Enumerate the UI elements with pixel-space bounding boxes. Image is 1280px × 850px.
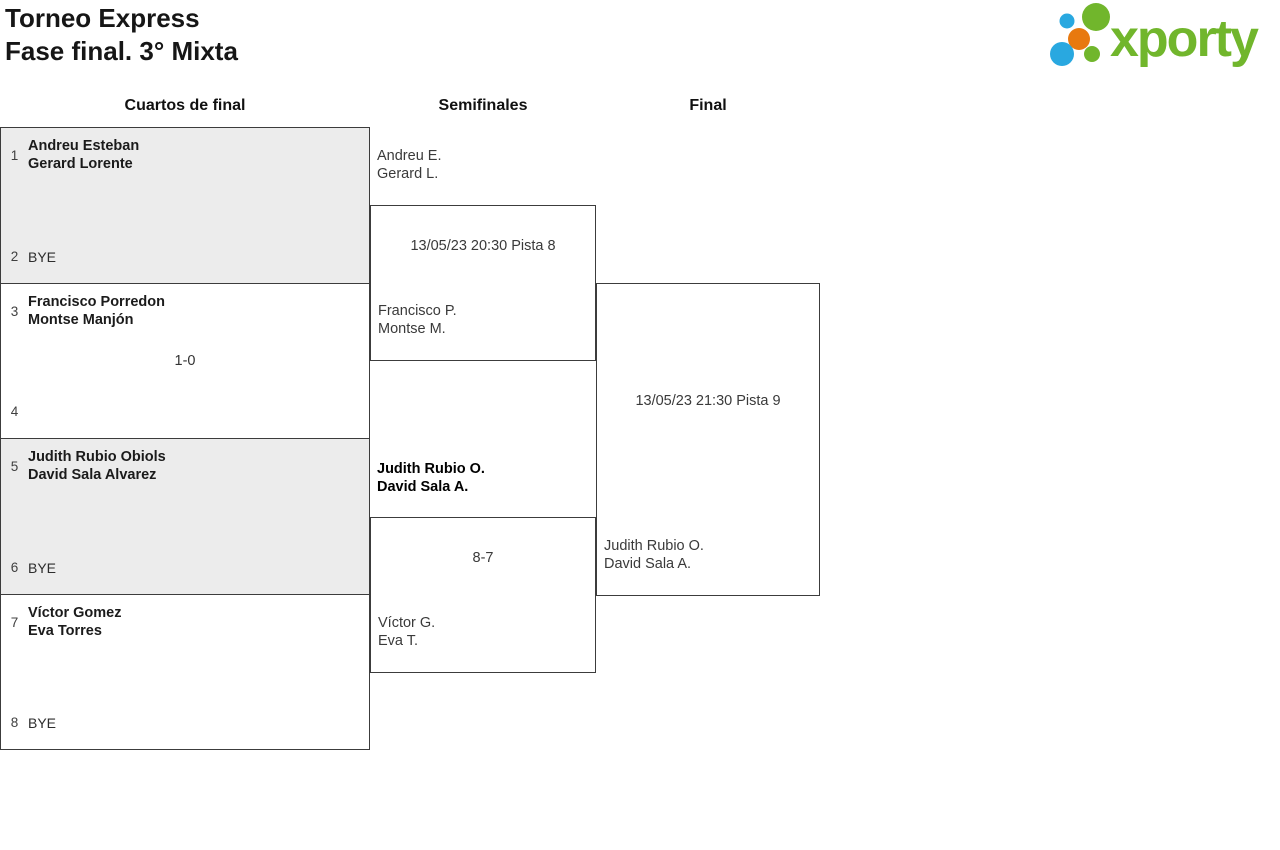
bye-label: BYE (28, 715, 57, 731)
seed-number: 4 (10, 404, 19, 419)
player-2: Montse Manjón (28, 312, 134, 328)
logo-dot-big-blue (1050, 42, 1074, 66)
seed-number: 6 (10, 560, 19, 575)
qf2-team-bottom: 4 (1, 403, 28, 421)
player-1: Judith Rubio O. (604, 538, 704, 554)
seed-number: 1 (10, 147, 19, 163)
seed-number: 3 (10, 303, 19, 319)
tournament-name: Torneo Express (5, 3, 200, 33)
qf3-team-top: 5 Judith Rubio Obiols David Sala Alvarez (1, 448, 166, 484)
team-names: Víctor Gomez Eva Torres (28, 604, 121, 640)
qf1-team-bottom: 2 BYE (1, 248, 56, 266)
qf-match-1[interactable]: 1 Andreu Esteban Gerard Lorente 2 BYE (0, 127, 370, 284)
logo-dot-big-green (1082, 3, 1110, 31)
bye-label: BYE (28, 560, 57, 576)
round-header-quarterfinals: Cuartos de final (124, 97, 246, 114)
qf-match-4[interactable]: 7 Víctor Gomez Eva Torres 8 BYE (0, 594, 370, 750)
logo-dot-small-blue (1059, 13, 1075, 29)
team-names: Andreu Esteban Gerard Lorente (28, 137, 139, 173)
seed-number: 7 (10, 614, 19, 630)
sf-match-2[interactable]: 8-7 Víctor G. Eva T. (370, 517, 596, 673)
round-header-final: Final (689, 97, 727, 114)
player-1: Andreu Esteban (28, 138, 140, 154)
bye-label: BYE (28, 249, 57, 265)
match-score: 8-7 (472, 550, 494, 566)
qf4-team-bottom: 8 BYE (1, 714, 56, 732)
logo-dot-small-green (1084, 46, 1100, 62)
sf1-advancer-bottom: Francisco P. Montse M. (378, 302, 457, 338)
player-2: David Sala Alvarez (28, 467, 157, 483)
logo-wordmark: xporty (1110, 10, 1259, 68)
match-score: 1-0 (174, 353, 196, 369)
sf1-advancer-top: Andreu E. Gerard L. (377, 147, 442, 183)
qf4-team-top: 7 Víctor Gomez Eva Torres (1, 604, 122, 640)
qf1-team-top: 1 Andreu Esteban Gerard Lorente (1, 137, 139, 173)
sf2-advancer-bottom: Víctor G. Eva T. (378, 614, 435, 650)
player-1: Andreu E. (377, 148, 442, 164)
round-header-semifinals: Semifinales (438, 97, 528, 114)
sf2-advancer-top-winner: Judith Rubio O. David Sala A. (377, 460, 485, 496)
player-2: David Sala A. (377, 479, 469, 495)
qf-match-3[interactable]: 5 Judith Rubio Obiols David Sala Alvarez… (0, 438, 370, 595)
player-2: David Sala A. (604, 556, 692, 572)
phase-name: Fase final. 3° Mixta (5, 36, 238, 66)
xporty-logo[interactable]: xporty (1048, 0, 1280, 72)
match-schedule: 13/05/23 20:30 Pista 8 (410, 238, 556, 254)
player-2: Eva T. (378, 633, 419, 649)
final-match[interactable]: 13/05/23 21:30 Pista 9 Judith Rubio O. D… (596, 283, 820, 596)
player-2: Montse M. (378, 321, 446, 337)
team-names: Francisco Porredon Montse Manjón (28, 293, 165, 329)
seed-number: 2 (10, 249, 19, 264)
player-1: Víctor Gomez (28, 605, 122, 621)
seed-number: 8 (10, 715, 19, 730)
team-names: Judith Rubio Obiols David Sala Alvarez (28, 448, 166, 484)
player-1: Francisco Porredon (28, 294, 165, 310)
seed-number: 5 (10, 458, 19, 474)
player-1: Judith Rubio O. (377, 461, 485, 477)
page-title: Torneo Express Fase final. 3° Mixta (5, 2, 238, 68)
qf3-team-bottom: 6 BYE (1, 559, 56, 577)
qf2-team-top: 3 Francisco Porredon Montse Manjón (1, 293, 165, 329)
player-2: Gerard L. (377, 166, 439, 182)
xporty-logo-icon: xporty (1050, 3, 1261, 68)
match-schedule: 13/05/23 21:30 Pista 9 (635, 393, 781, 409)
logo-dot-orange (1068, 28, 1090, 50)
player-2: Gerard Lorente (28, 156, 133, 172)
final-advancer: Judith Rubio O. David Sala A. (604, 537, 704, 573)
player-1: Víctor G. (378, 615, 436, 631)
sf-match-1[interactable]: 13/05/23 20:30 Pista 8 Francisco P. Mont… (370, 205, 596, 361)
player-1: Judith Rubio Obiols (28, 449, 166, 465)
player-1: Francisco P. (378, 303, 457, 319)
player-2: Eva Torres (28, 623, 102, 639)
qf-match-2[interactable]: 3 Francisco Porredon Montse Manjón 4 1-0 (0, 283, 370, 439)
